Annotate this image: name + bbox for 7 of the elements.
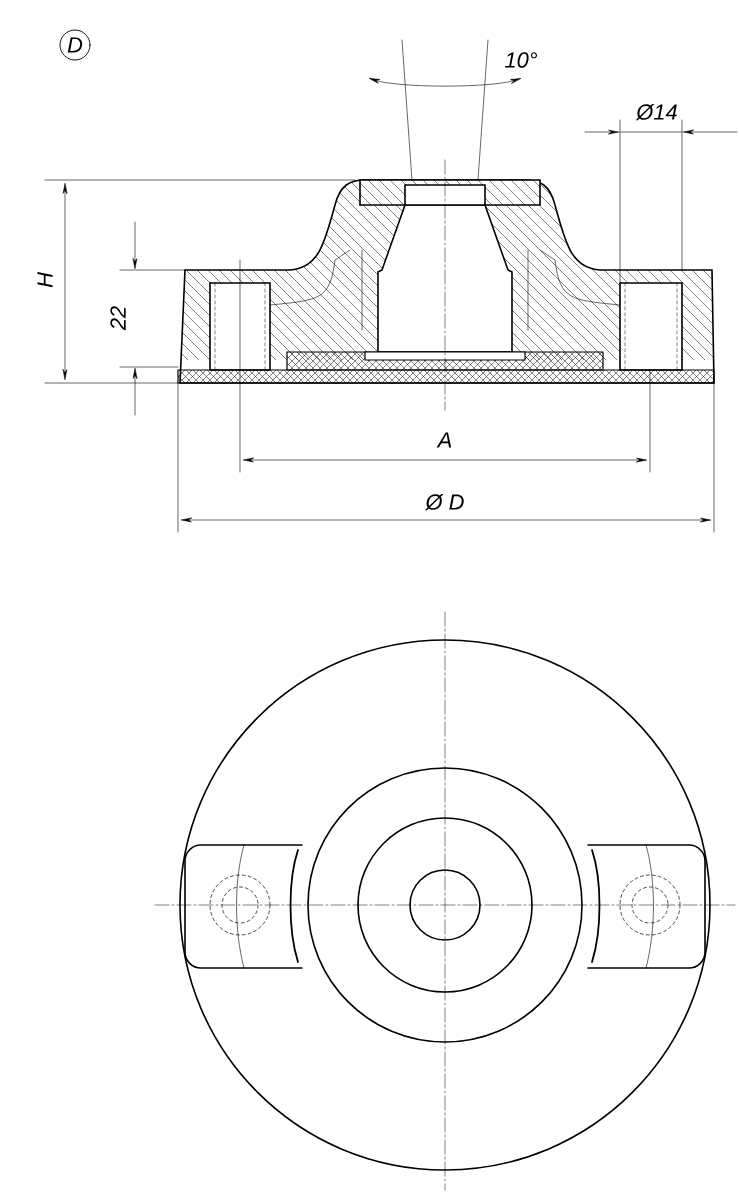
dimension-label: Ø D bbox=[424, 493, 464, 511]
dimension-label: 22 bbox=[110, 306, 126, 331]
dimension-label: Ø14 bbox=[635, 103, 677, 121]
dimension-label: 10° bbox=[505, 52, 538, 68]
dimension-label: A bbox=[436, 432, 452, 448]
dimension-label: H bbox=[37, 272, 53, 288]
view-label: D bbox=[59, 29, 91, 61]
